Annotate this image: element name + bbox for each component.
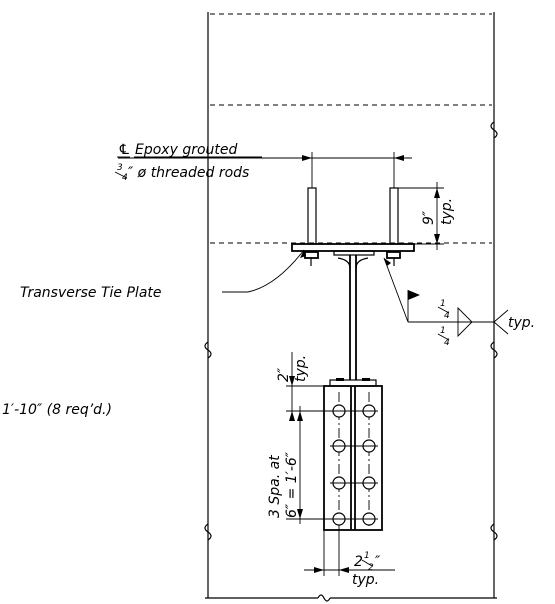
top-bolt-typ-text: typ.	[293, 355, 309, 382]
embedment-dim-text: 9″	[421, 210, 437, 225]
embedment-dimension	[398, 182, 444, 250]
edge-dim-frac: 1	[364, 551, 370, 561]
epoxy-label-line1: Epoxy grouted	[135, 142, 238, 158]
epoxy-fraction-den: 4	[122, 173, 128, 183]
edge-dim-den: 2	[368, 563, 374, 573]
beam-outline	[205, 12, 497, 602]
threaded-rods	[304, 187, 401, 266]
splice-connection	[323, 378, 383, 531]
tee-stem	[337, 255, 369, 380]
top-bolt-dimension	[286, 352, 332, 421]
break-symbols	[204, 121, 498, 541]
tie-plate-leader	[222, 249, 306, 293]
rod-spacing-dimension	[118, 152, 412, 188]
tie-plate-label: Transverse Tie Plate	[20, 285, 162, 301]
embedment-typ-text: typ.	[439, 198, 455, 225]
weld-size-top-den: 4	[444, 311, 450, 321]
edge-distance-dimension	[304, 526, 395, 576]
spacing-text-line1: 3 Spa. at	[267, 455, 283, 518]
weld-symbol	[383, 257, 509, 338]
weld-typ-label: typ.	[508, 315, 535, 331]
hidden-lines	[210, 13, 492, 244]
weld-size-bot-den: 4	[444, 338, 450, 348]
weld-size-bot-num: 1	[440, 326, 446, 336]
top-bolt-dim-text: 2″	[276, 367, 292, 382]
epoxy-fraction-num: 3	[117, 163, 123, 173]
epoxy-label-line2: ″ ø threaded rods	[128, 165, 249, 181]
bolt-holes	[330, 404, 378, 526]
transverse-tie-plate	[291, 243, 415, 256]
spacing-text-line2: 6″ = 1′-6″	[284, 451, 300, 518]
edge-dim-unit: ″	[375, 554, 381, 570]
edge-dim-typ: typ.	[352, 572, 379, 588]
centerline-symbol: ℄	[118, 142, 131, 158]
length-note: 1′-10″ (8 req’d.)	[2, 402, 112, 418]
weld-size-top-num: 1	[440, 299, 446, 309]
bolt-spacing-dimension	[286, 406, 332, 524]
edge-dim-whole: 2	[354, 554, 363, 570]
